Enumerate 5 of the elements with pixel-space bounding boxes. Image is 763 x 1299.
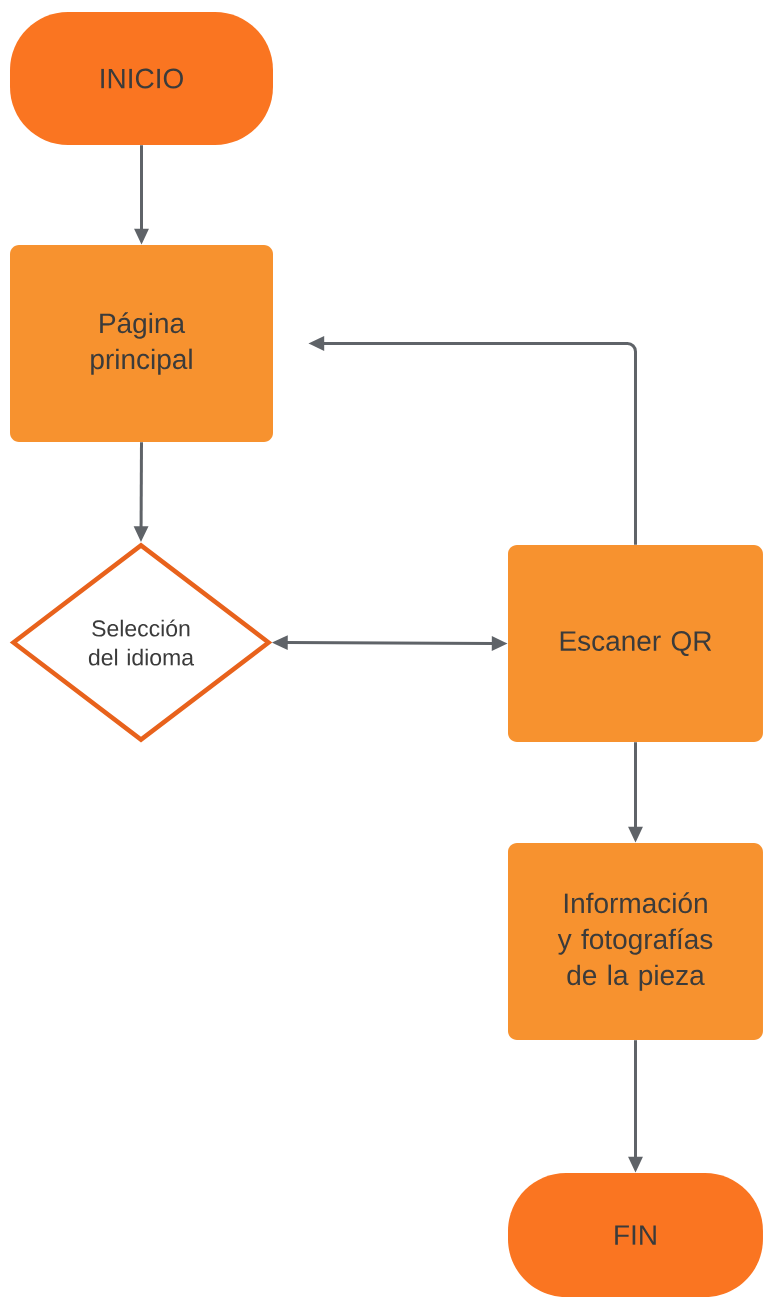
start-terminal: INICIO [10, 12, 273, 145]
process-box: Escaner QR [508, 545, 763, 742]
process-box: Información y fotografías de la pieza [508, 843, 763, 1040]
process-box: Página principal [10, 245, 273, 442]
end-terminal: FIN [508, 1173, 763, 1297]
